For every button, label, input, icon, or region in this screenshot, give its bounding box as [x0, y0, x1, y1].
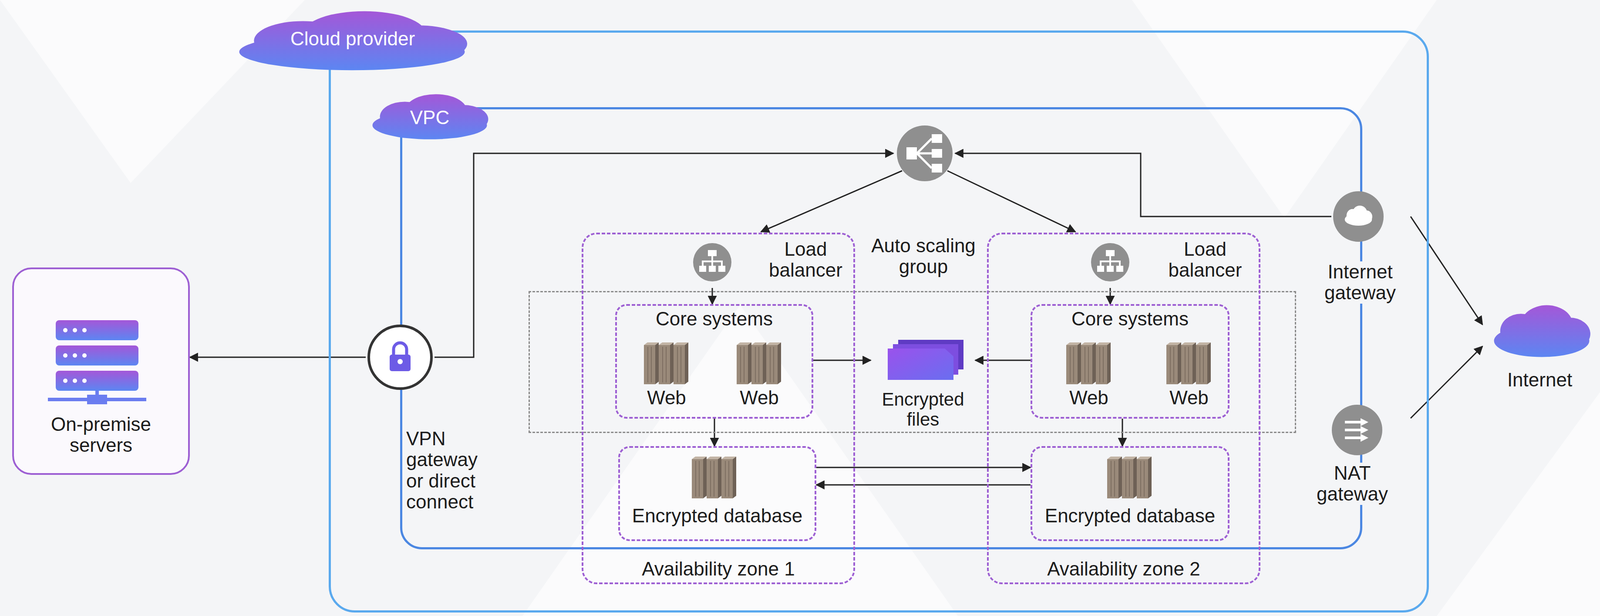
- icon-node: Load balancer: [690, 237, 853, 288]
- server-box: On-premise servers: [12, 267, 190, 475]
- wire: [434, 153, 1332, 358]
- node-label: Internet gateway: [1316, 261, 1404, 304]
- availability-zone: Availability zone 1 Load balancerCore sys…: [581, 232, 856, 584]
- connector: [816, 484, 1031, 486]
- main-load-balancer-icon: [896, 125, 953, 182]
- node-label: Encrypted database: [1030, 505, 1230, 526]
- connector: [975, 359, 1031, 361]
- icon-node: Web: [1160, 338, 1218, 414]
- node-label: Internet: [1482, 369, 1597, 391]
- system-box: Encrypted database: [1030, 445, 1230, 541]
- connector: [711, 287, 714, 304]
- connector: [1410, 346, 1483, 418]
- node-label: Encrypted database: [618, 505, 817, 526]
- node-label: Web: [1160, 387, 1218, 408]
- node-label: Auto scaling group: [866, 235, 981, 278]
- icon-node: Encrypted files: [870, 337, 976, 432]
- node-label: Core systems: [1030, 308, 1230, 330]
- icon-node: Web: [730, 338, 788, 414]
- icon-node: VPN gateway or direct connect: [365, 322, 492, 514]
- system-box: Encrypted database: [618, 445, 817, 541]
- node-label: VPN gateway or direct connect: [406, 427, 489, 513]
- node-label: Cloud provider: [243, 28, 462, 50]
- icon-node: Web: [1060, 338, 1118, 414]
- node-icon: [1030, 445, 1230, 541]
- node-label: Encrypted files: [870, 389, 976, 430]
- node-label: Web: [1060, 387, 1118, 408]
- node-label: Availability zone 2: [986, 558, 1261, 580]
- icon-node: Web: [638, 338, 695, 414]
- system-box: Core systemsWeb Web: [615, 303, 814, 419]
- node-label: Core systems: [615, 308, 814, 330]
- node-label: Load balancer: [761, 238, 851, 281]
- connector: [1410, 216, 1483, 325]
- icon-node: Internet: [1482, 300, 1597, 397]
- node-icon: [328, 30, 1429, 613]
- connector: [816, 466, 1031, 469]
- connector: [189, 356, 366, 358]
- vpc-region: VPCAuto scaling groupAvailability zone 1…: [400, 107, 1363, 550]
- node-label: On-premise servers: [35, 413, 167, 456]
- node-label: Availability zone 1: [581, 558, 856, 580]
- icon-node: NAT gateway: [1306, 400, 1411, 514]
- node-label: Load balancer: [1161, 238, 1249, 281]
- availability-zone: Availability zone 2 Load balancerCore sys…: [986, 232, 1261, 584]
- cloud-provider-region: Cloud providerVPCAuto scaling groupAvail…: [328, 30, 1429, 613]
- node-label: Web: [730, 387, 788, 408]
- icon-node: Load balancer: [1088, 237, 1254, 288]
- connector: [813, 359, 871, 361]
- icon-node: Internet gateway: [1310, 187, 1411, 301]
- node-label: VPC: [386, 107, 474, 128]
- node-icon: [400, 107, 1363, 550]
- node-icon: [618, 445, 817, 541]
- node-label: Web: [638, 387, 695, 408]
- node-label: NAT gateway: [1313, 462, 1392, 505]
- system-box: Core systemsWeb Web: [1030, 303, 1230, 419]
- connector: [1109, 287, 1112, 304]
